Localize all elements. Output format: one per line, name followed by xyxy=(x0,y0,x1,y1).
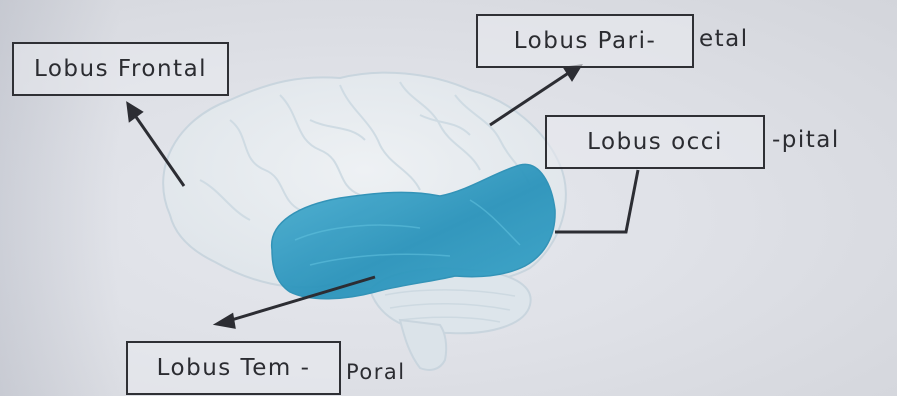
frontal-arrowhead xyxy=(128,104,141,120)
label-parietal-lobe: Lobus Pari- xyxy=(476,14,694,68)
temporal-arrowhead xyxy=(217,315,234,327)
label-temporal-lobe: Lobus Tem - xyxy=(126,341,341,395)
label-temporal-suffix: Poral xyxy=(346,362,406,383)
occipital-leader-line xyxy=(555,170,638,232)
label-frontal-lobe: Lobus Frontal xyxy=(12,42,229,96)
brainstem xyxy=(400,320,446,370)
label-occipital-suffix: -pital xyxy=(772,129,840,152)
label-occipital-lobe: Lobus occi xyxy=(545,115,765,169)
label-parietal-suffix: etal xyxy=(699,28,749,51)
